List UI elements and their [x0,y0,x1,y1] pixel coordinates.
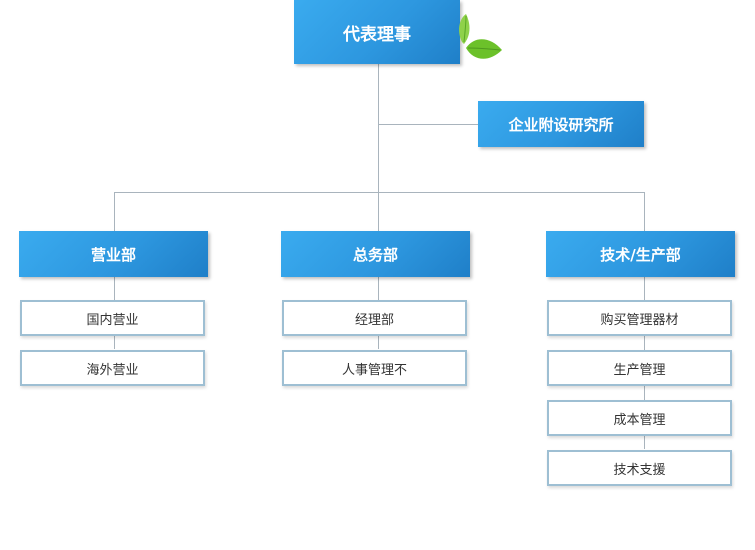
ceo-label: 代表理事 [343,24,411,45]
sub-label: 人事管理不 [341,362,407,378]
dept-tech-production: 技术/生产部 [546,231,735,277]
dept-label: 总务部 [352,245,398,264]
leaf-icon [459,14,502,59]
dept-general-affairs: 总务部 [281,231,470,277]
dept-label: 技术/生产部 [600,245,681,264]
rnd-label: 企业附设研究所 [508,115,614,134]
sub-accounting: 经理部 [282,300,467,336]
connector-dept-general [378,192,379,231]
connector-dept-bar [114,192,644,193]
dept-sales: 营业部 [19,231,208,277]
ceo-box: 代表理事 [294,0,460,64]
connector-rnd [378,124,478,125]
sub-production-management: 生产管理 [547,350,732,386]
sub-hr-management: 人事管理不 [282,350,467,386]
connector-dept-sales [114,192,115,231]
sub-label: 海外营业 [86,362,139,378]
sub-purchasing: 购买管理器材 [547,300,732,336]
sub-label: 成本管理 [613,412,666,428]
sub-cost-management: 成本管理 [547,400,732,436]
sub-label: 购买管理器材 [600,312,679,328]
sub-tech-support: 技术支援 [547,450,732,486]
sub-label: 国内营业 [86,312,139,328]
connector-ceo-down [378,64,379,192]
sub-label: 生产管理 [613,362,666,378]
dept-label: 营业部 [90,245,136,264]
sub-label: 经理部 [354,312,394,328]
sub-label: 技术支援 [613,462,666,478]
rnd-box: 企业附设研究所 [478,101,644,147]
connector-dept-tech [644,192,645,231]
sub-overseas-sales: 海外营业 [20,350,205,386]
sub-domestic-sales: 国内营业 [20,300,205,336]
